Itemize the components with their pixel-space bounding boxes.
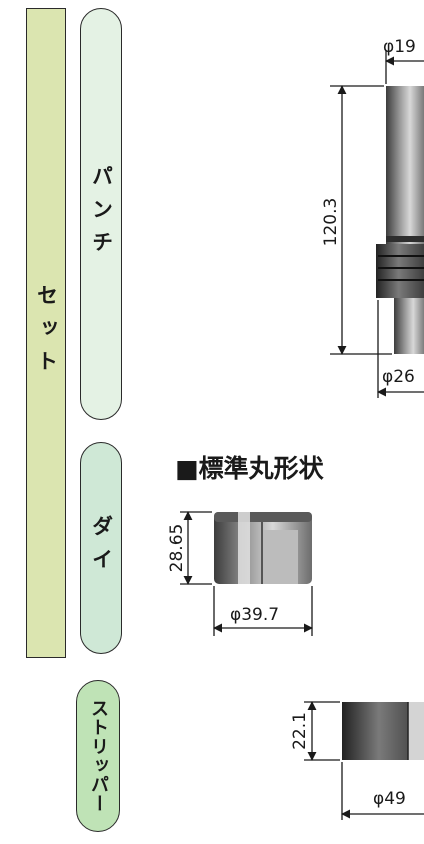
stripper-label-bar: ストリッパー bbox=[76, 680, 120, 832]
die-dimension-lines bbox=[180, 511, 313, 636]
die-height-label: 28.65 bbox=[167, 524, 187, 573]
die-illustration bbox=[214, 512, 312, 584]
stripper-dimension-lines bbox=[304, 701, 424, 820]
stripper-illustration bbox=[342, 702, 424, 760]
punch-top-diameter-label: φ19 bbox=[383, 37, 416, 57]
stripper-diameter-label: φ49 bbox=[373, 789, 406, 809]
stripper-label: ストリッパー bbox=[88, 699, 109, 813]
set-label-bar: セット bbox=[26, 8, 66, 658]
punch-label: パンチ bbox=[89, 164, 114, 264]
punch-bottom-diameter-label: φ26 bbox=[382, 367, 415, 387]
die-label: ダイ bbox=[89, 515, 114, 581]
punch-label-bar: パンチ bbox=[80, 8, 122, 420]
die-diameter-label: φ39.7 bbox=[230, 605, 279, 625]
set-label: セット bbox=[34, 283, 59, 383]
punch-length-label: 120.3 bbox=[321, 198, 341, 247]
die-label-bar: ダイ bbox=[80, 442, 122, 654]
stripper-height-label: 22.1 bbox=[290, 712, 310, 750]
punch-illustration bbox=[376, 86, 424, 354]
punch-dimension-lines bbox=[330, 50, 424, 398]
standard-round-shape-heading: ■標準丸形状 bbox=[175, 454, 324, 483]
